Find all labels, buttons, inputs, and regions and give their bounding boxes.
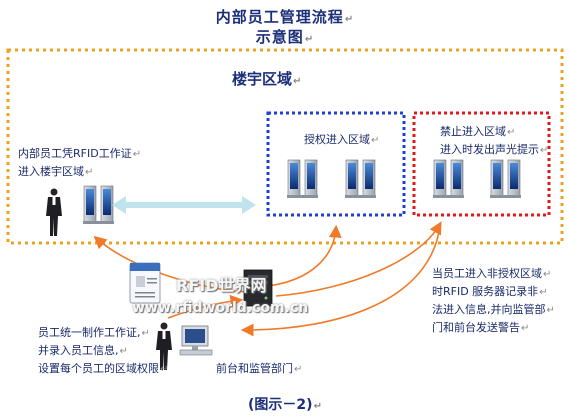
watermark-url: www.rfidworld.com.cn [132, 300, 309, 316]
authorized-zone-text: 授权进入区域 [304, 133, 370, 146]
watermark-title: RFID世界网 [176, 276, 267, 295]
return-mark: ↵ [371, 135, 380, 146]
forbidden-gate-icon [489, 159, 522, 199]
front-desk-label: 前台和监管部门↵ [216, 360, 302, 378]
admin-line-2: 并录入员工信息, [38, 344, 119, 357]
alarm-line-1: 当员工进入非授权区域 [432, 267, 542, 280]
entrance-gate-icon [82, 185, 115, 225]
return-mark: ↵ [546, 305, 555, 316]
server-to-forbidden-arrow [275, 221, 442, 297]
return-mark: ↵ [540, 145, 549, 156]
alarm-line-4: 门和前台发送警告 [432, 321, 520, 334]
return-mark: ↵ [85, 167, 94, 178]
alarm-line-3: 法进入信息,并向监管部 [432, 303, 546, 316]
return-mark: ↵ [304, 34, 315, 45]
forbidden-zone-label: 禁止进入区域↵ 进入时发出声光提示↵ [440, 123, 548, 159]
return-mark: ↵ [293, 76, 302, 87]
authorized-zone-border [266, 111, 406, 217]
title-line2: 示意图 [255, 28, 304, 46]
building-zone-border [6, 48, 564, 245]
figure-caption: (图示－2)↵ [0, 394, 570, 414]
alarm-line-2: 时RFID 服务器记录非 [432, 285, 539, 298]
return-mark: ↵ [119, 346, 128, 357]
return-mark: ↵ [294, 364, 303, 375]
building-zone-label: 楼宇区域↵ [232, 68, 301, 89]
server-to-authorized-arrow [267, 224, 342, 287]
entry-arrow [112, 196, 256, 214]
title-line1: 内部员工管理流程 [215, 8, 344, 26]
diagram-subtitle: 示意图↵ [0, 26, 570, 47]
diagram-title: 内部员工管理流程↵ [0, 6, 570, 27]
forbidden-zone-alert-text: 进入时发出声光提示 [440, 143, 539, 156]
rfid-badge-icon [129, 262, 161, 304]
return-mark: ↵ [313, 401, 322, 412]
rfid-server-icon [243, 269, 273, 307]
forbidden-zone-border [412, 111, 551, 217]
admin-line-3: 设置每个员工的区域权限 [38, 362, 159, 375]
admin-to-server-arrow [167, 294, 244, 319]
admin-line-1: 员工统一制作工作证, [38, 326, 141, 339]
return-mark: ↵ [543, 269, 552, 280]
return-mark: ↵ [160, 364, 169, 375]
front-desk-text: 前台和监管部门 [216, 362, 293, 375]
caption-text: (图示－2) [248, 397, 313, 413]
return-mark: ↵ [539, 287, 548, 298]
alarm-to-front-desk-arrow [240, 225, 441, 337]
building-zone-text: 楼宇区域 [232, 70, 293, 88]
return-mark: ↵ [141, 328, 150, 339]
entrance-description: 内部员工凭RFID工作证↵ 进入楼宇区域↵ [18, 145, 141, 181]
forbidden-gate-icon [432, 159, 465, 199]
admin-description: 员工统一制作工作证,↵ 并录入员工信息,↵ 设置每个员工的区域权限↵ [38, 324, 168, 378]
computer-icon [179, 325, 213, 356]
alarm-description: 当员工进入非授权区域↵ 时RFID 服务器记录非↵ 法进入信息,并向监管部↵ 门… [432, 265, 555, 337]
authorized-zone-label: 授权进入区域↵ [304, 131, 379, 149]
entrance-line-2: 进入楼宇区域 [18, 165, 84, 178]
entrance-line-1: 内部员工凭RFID工作证 [18, 147, 132, 160]
authorized-gate-icon [344, 159, 377, 199]
return-mark: ↵ [132, 149, 142, 160]
employee-person-icon [46, 188, 62, 236]
authorized-gate-icon [286, 159, 319, 199]
return-mark: ↵ [344, 14, 355, 25]
forbidden-zone-text: 禁止进入区域 [440, 125, 506, 138]
return-mark: ↵ [507, 127, 516, 138]
return-mark: ↵ [521, 323, 530, 334]
server-to-entrance-arrow [93, 235, 249, 293]
